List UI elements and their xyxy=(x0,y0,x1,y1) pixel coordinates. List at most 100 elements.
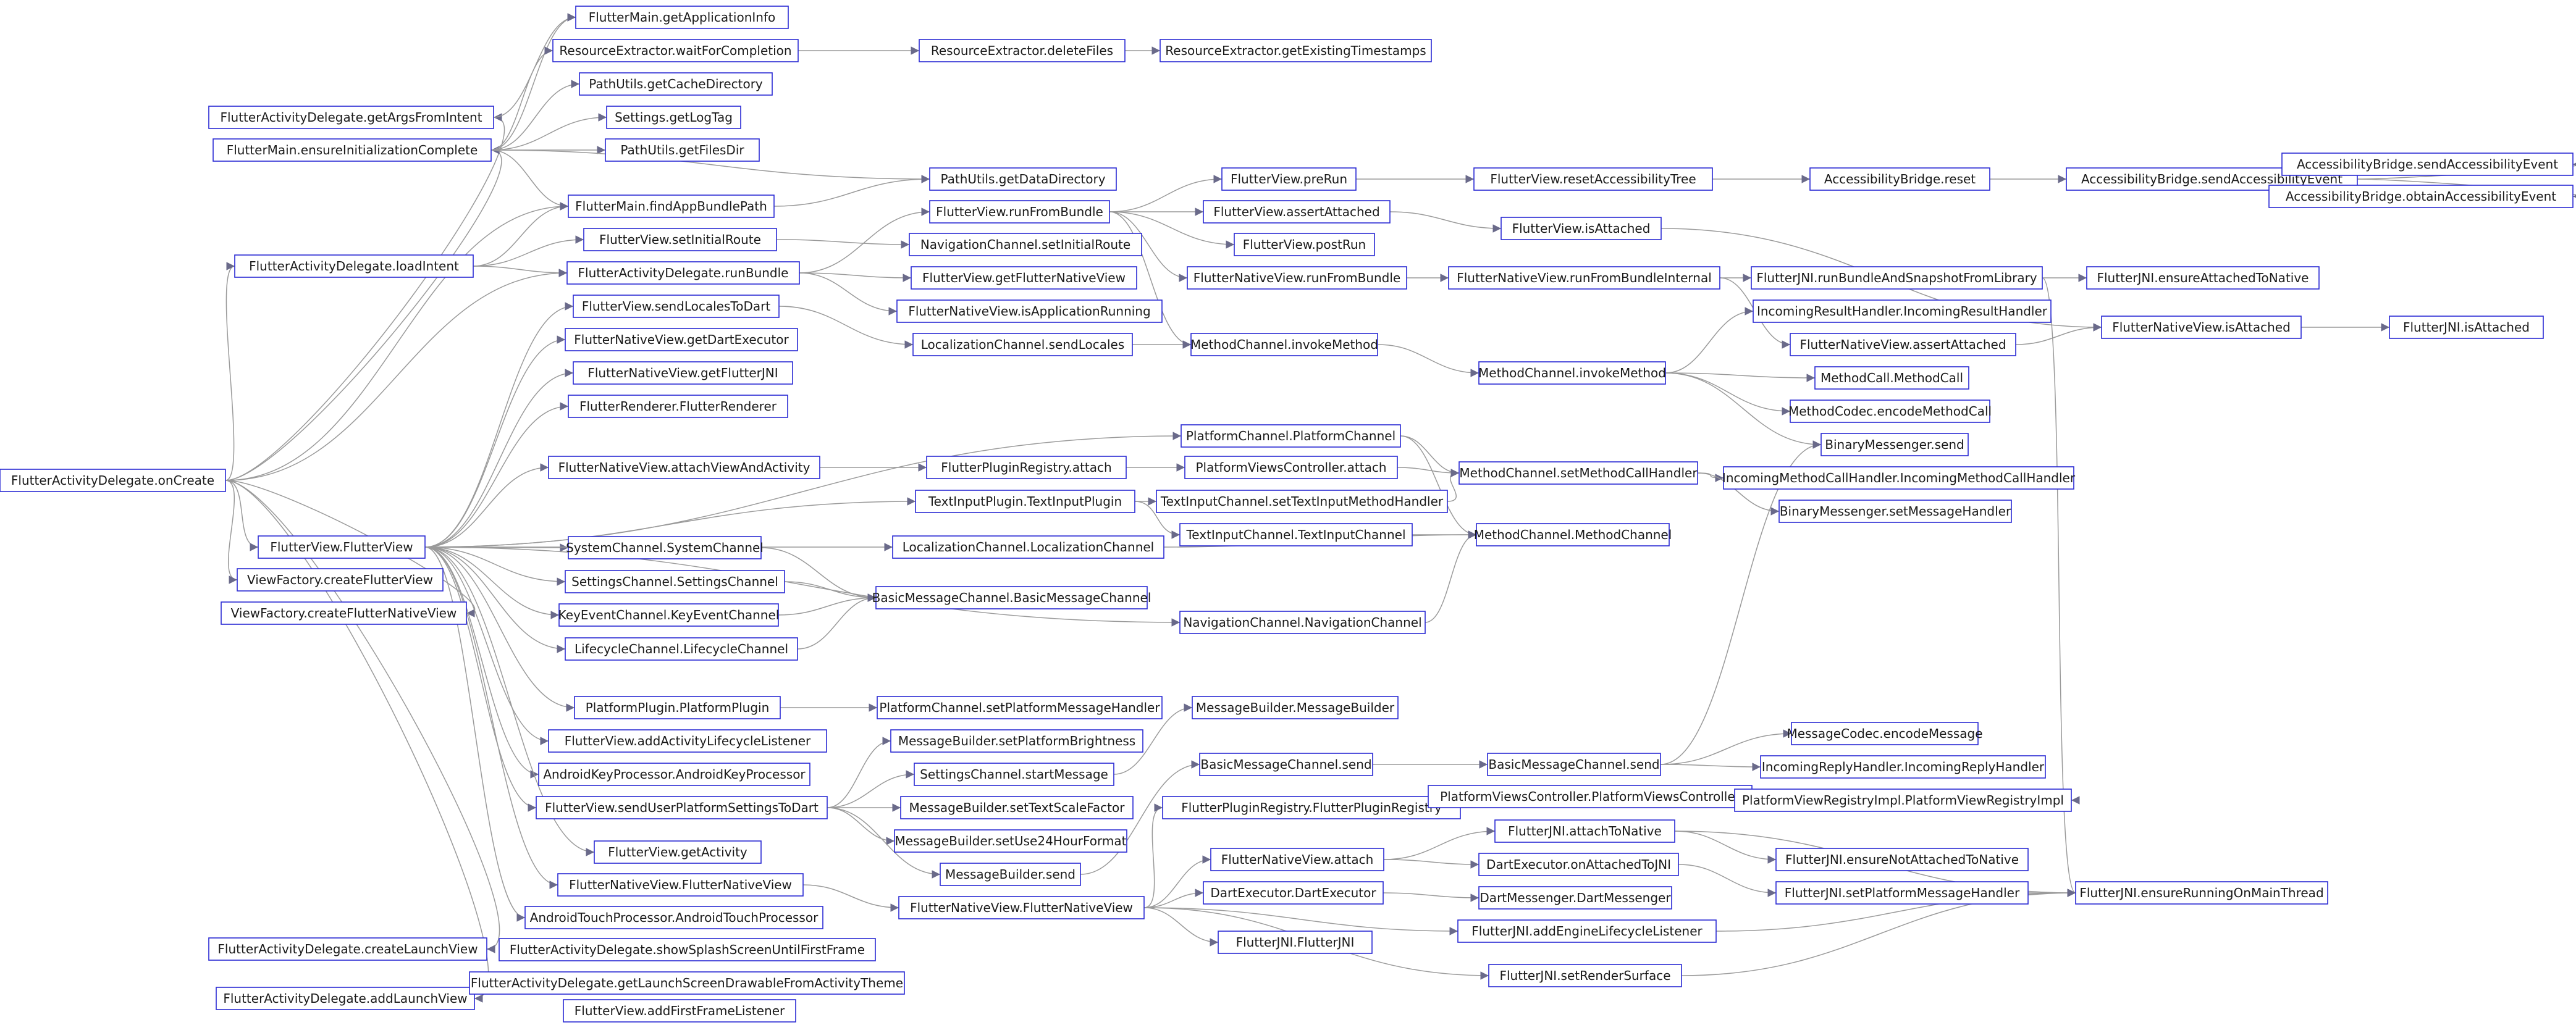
node-accessibilityBridgeReset: AccessibilityBridge.reset xyxy=(1809,167,1990,191)
node-setMethodCallHandler: MethodChannel.setMethodCallHandler xyxy=(1458,461,1698,485)
node-label: PlatformPlugin.PlatformPlugin xyxy=(586,700,770,715)
node-binaryMessengerSend: BinaryMessenger.send xyxy=(1820,433,1969,456)
edge-invokeMethod2-to-encodeMethodCall xyxy=(1665,372,1791,416)
node-box xyxy=(548,456,820,479)
node-createLaunchView: FlutterActivityDelegate.createLaunchView xyxy=(208,937,487,961)
node-getDataDir: PathUtils.getDataDirectory xyxy=(929,167,1117,191)
edge-fvFlutterView-to-getDartExecutor xyxy=(424,335,566,548)
edge-onCreate-to-addLaunchView xyxy=(225,480,489,1003)
node-label: FlutterJNI.setPlatformMessageHandler xyxy=(1785,885,2020,900)
node-box xyxy=(915,490,1135,513)
node-label: ResourceExtractor.deleteFiles xyxy=(931,43,1113,58)
node-startMessage: SettingsChannel.startMessage xyxy=(914,763,1114,786)
node-basicMessageChannelSend2: BasicMessageChannel.send xyxy=(1487,753,1661,776)
edge-fvFlutterView-to-lifecycleChannel xyxy=(424,546,566,653)
node-androidTouchProcessor: AndroidTouchProcessor.AndroidTouchProces… xyxy=(524,906,823,929)
node-box xyxy=(1192,696,1399,719)
edge-setInitialRouteFV-to-navSetInitialRoute xyxy=(776,239,910,249)
node-box xyxy=(568,536,762,559)
edge-ensureInit-to-getDataDir xyxy=(490,149,930,183)
node-resetAccessibilityTree: FlutterView.resetAccessibilityTree xyxy=(1473,167,1713,191)
node-addEngineLifecycleListener: FlutterJNI.addEngineLifecycleListener xyxy=(1457,919,1717,943)
node-box xyxy=(565,328,798,351)
node-getFilesDir: PathUtils.getFilesDir xyxy=(605,138,760,162)
node-label: SystemChannel.SystemChannel xyxy=(566,540,764,555)
edge-fnvAttach-to-onAttachedToJNI xyxy=(1383,859,1480,869)
node-label: FlutterView.postRun xyxy=(1243,237,1366,252)
node-androidKeyProcessor: AndroidKeyProcessor.AndroidKeyProcessor xyxy=(538,763,810,786)
node-label: MessageBuilder.setTextScaleFactor xyxy=(909,800,1126,815)
edge-onCreate-to-fvFlutterView xyxy=(225,480,259,551)
node-label: FlutterView.addFirstFrameListener xyxy=(575,1003,785,1018)
node-postRun: FlutterView.postRun xyxy=(1234,233,1375,256)
node-loadIntent: FlutterActivityDelegate.loadIntent xyxy=(234,254,474,278)
node-label: MethodChannel.invokeMethod xyxy=(1190,337,1378,352)
node-box xyxy=(1809,167,1990,191)
node-label: FlutterActivityDelegate.showSplashScreen… xyxy=(510,942,865,957)
node-methodCall: MethodCall.MethodCall xyxy=(1814,366,1969,390)
node-label: MethodCodec.encodeMethodCall xyxy=(1788,404,1992,419)
node-box xyxy=(890,729,1143,753)
node-vfCreateFV: ViewFactory.createFlutterView xyxy=(237,568,444,592)
edge-fvFlutterView-to-settingsChannel xyxy=(424,546,566,586)
node-sendLocales: LocalizationChannel.sendLocales xyxy=(912,333,1133,356)
node-label: FlutterNativeView.attachViewAndActivity xyxy=(558,460,810,475)
node-box xyxy=(573,361,793,385)
edge-fvFlutterView-to-navigationChannel xyxy=(424,546,1181,627)
edge-fnvConstructor2-to-pluginRegistryConstructor xyxy=(1143,803,1163,908)
node-getCacheDir: PathUtils.getCacheDirectory xyxy=(579,72,773,96)
node-label: FlutterMain.findAppBundlePath xyxy=(575,199,767,214)
node-label: IncomingMethodCallHandler.IncomingMethod… xyxy=(1722,471,2076,485)
node-invokeMethod1: MethodChannel.invokeMethod xyxy=(1190,333,1378,356)
node-box xyxy=(1221,167,1357,191)
node-label: BasicMessageChannel.BasicMessageChannel xyxy=(872,590,1151,605)
node-label: AccessibilityBridge.sendAccessibilityEve… xyxy=(2297,157,2558,172)
node-box xyxy=(208,106,494,129)
node-box xyxy=(566,261,800,285)
node-label: MethodCall.MethodCall xyxy=(1820,370,1963,385)
node-sendLocalesToDart: FlutterView.sendLocalesToDart xyxy=(573,295,780,318)
node-messageBuilderSend: MessageBuilder.send xyxy=(940,863,1081,886)
node-label: FlutterNativeView.attach xyxy=(1221,852,1374,867)
node-box xyxy=(536,796,828,819)
node-box xyxy=(1760,755,2046,779)
node-box xyxy=(1458,461,1698,485)
node-flutterRenderer: FlutterRenderer.FlutterRenderer xyxy=(568,395,788,418)
edge-fvFlutterView-to-attachViewAndActivity xyxy=(424,463,549,548)
node-label: FlutterView.runFromBundle xyxy=(936,204,1103,219)
node-label: FlutterRenderer.FlutterRenderer xyxy=(579,399,777,414)
node-label: ResourceExtractor.waitForCompletion xyxy=(559,43,791,58)
node-label: SettingsChannel.SettingsChannel xyxy=(571,574,778,589)
edge-fvFlutterView-to-addActivityLifecycleListener xyxy=(424,546,549,745)
node-isAttachedJNI: FlutterJNI.isAttached xyxy=(2389,316,2544,339)
edge-assertAttachedFNV-to-isAttachedFNV xyxy=(2015,323,2102,345)
node-vfCreateFNV: ViewFactory.createFlutterNativeView xyxy=(221,601,467,625)
edge-findAppBundlePath-to-getDataDir xyxy=(773,175,930,207)
node-label: FlutterView.addActivityLifecycleListener xyxy=(565,734,811,748)
node-label: KeyEventChannel.KeyEventChannel xyxy=(558,608,780,622)
node-box xyxy=(894,829,1127,853)
node-dartExecutor: DartExecutor.DartExecutor xyxy=(1203,881,1384,905)
edge-fvFlutterView-to-flutterRenderer xyxy=(424,402,569,548)
node-assertAttachedFV: FlutterView.assertAttached xyxy=(1203,200,1391,224)
node-box xyxy=(896,299,1163,323)
edge-runBundleDelegate-to-isApplicationRunning xyxy=(799,272,898,316)
edge-loadIntent-to-runBundleDelegate xyxy=(473,266,568,277)
edge-onCreate-to-findAppBundlePath xyxy=(225,202,569,481)
node-box xyxy=(1494,819,1675,843)
edge-fvFlutterView-to-keyEventChannel xyxy=(424,546,560,619)
edge-textInputPlugin-to-textInputChannel xyxy=(1134,501,1181,539)
node-box xyxy=(574,696,781,719)
edge-invokeMethod2-to-methodCall xyxy=(1665,372,1816,382)
node-box xyxy=(469,971,905,995)
edge-fnvConstructor2-to-addEngineLifecycleListener xyxy=(1143,907,1458,935)
node-label: AccessibilityBridge.obtainAccessibilityE… xyxy=(2286,189,2556,204)
node-platformPlugin: PlatformPlugin.PlatformPlugin xyxy=(574,696,781,719)
node-label: PlatformViewsController.PlatformViewsCon… xyxy=(1440,789,1741,804)
edge-setTextInputMethodHandler-to-setMethodCallHandler xyxy=(1447,469,1460,502)
edge-invokeMethod2-to-binaryMessengerSend xyxy=(1665,372,1822,449)
node-settingsChannel: SettingsChannel.SettingsChannel xyxy=(565,570,785,593)
node-label: FlutterActivityDelegate.onCreate xyxy=(11,473,214,488)
node-getArgs: FlutterActivityDelegate.getArgsFromInten… xyxy=(208,106,494,129)
node-basicMessageChannel: BasicMessageChannel.BasicMessageChannel xyxy=(872,586,1151,609)
